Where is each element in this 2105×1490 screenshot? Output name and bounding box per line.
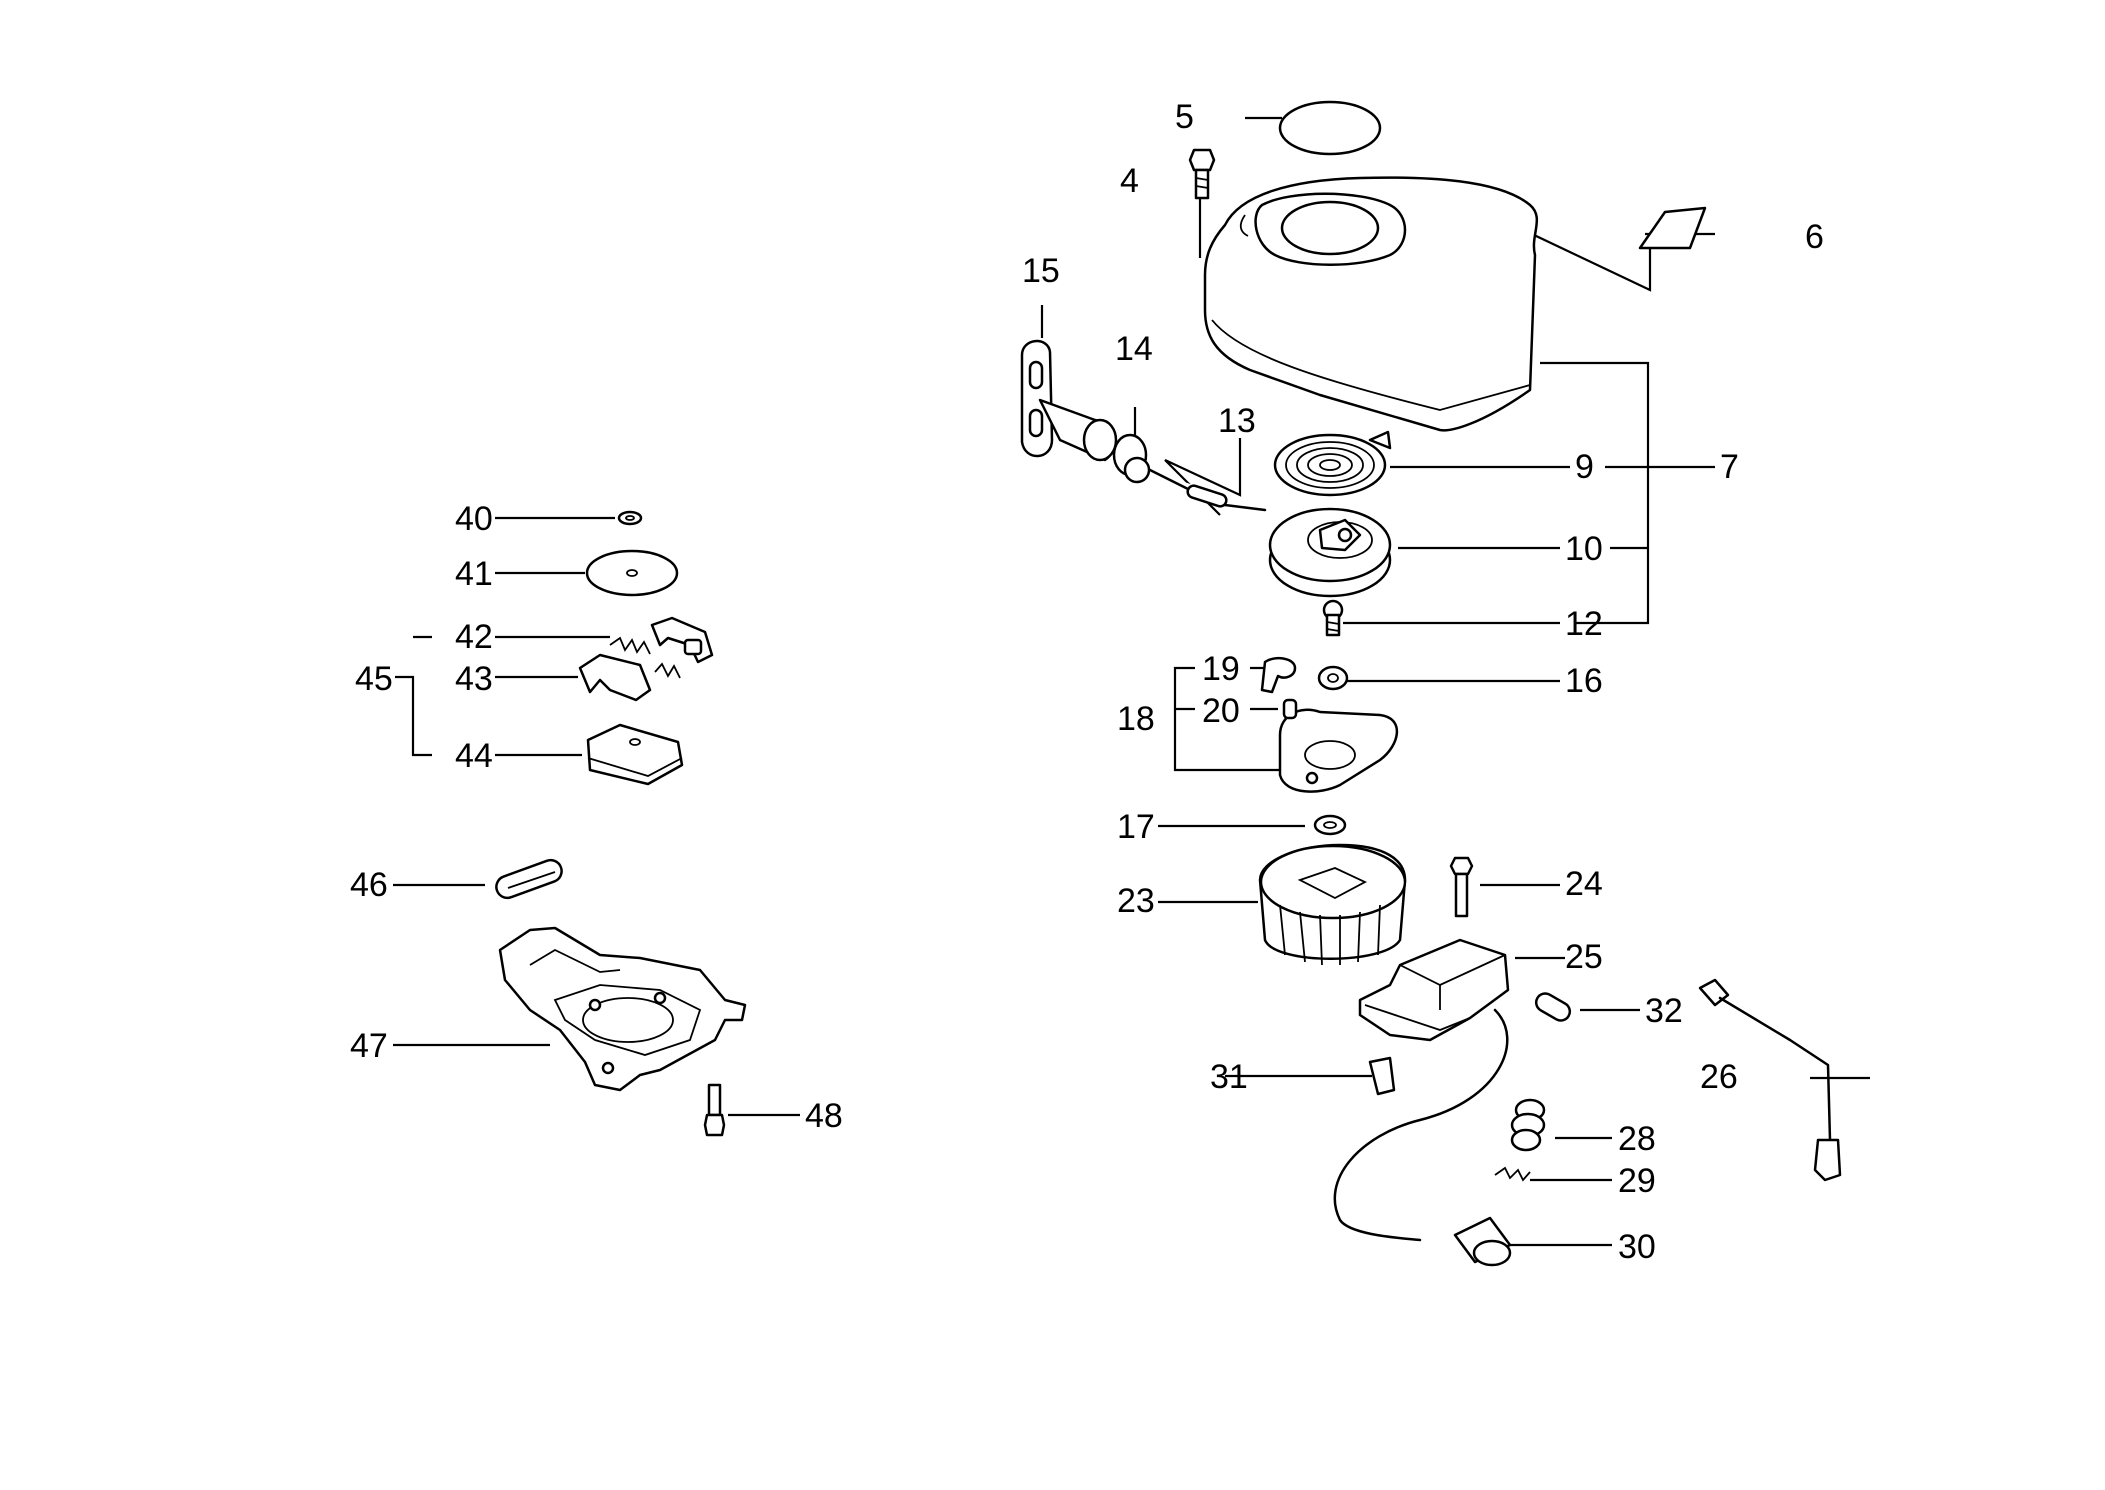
callout-42: 42 — [455, 618, 493, 656]
part-43-clutch-shoe-lower — [578, 653, 652, 702]
callout-41: 41 — [455, 555, 493, 593]
part-30-spark-plug-cap — [1453, 1216, 1512, 1267]
callout-15: 15 — [1022, 252, 1060, 290]
callout-29: 29 — [1618, 1162, 1656, 1200]
part-43-clutch-spring — [609, 636, 681, 679]
callout-43: 43 — [455, 660, 493, 698]
part-28-spark-plug-cap-spring — [1510, 1098, 1546, 1152]
callout-30: 30 — [1618, 1228, 1656, 1266]
part-44-clutch-pad — [586, 723, 684, 786]
part-4-screw — [1188, 148, 1216, 200]
callout-25: 25 — [1565, 938, 1603, 976]
part-7-starter-cover — [1203, 176, 1539, 432]
callout-40: 40 — [455, 500, 493, 538]
part-29-spring — [1494, 1166, 1531, 1182]
part-41-plate — [585, 549, 679, 597]
callout-19: 19 — [1202, 650, 1240, 688]
part-12-screw — [1322, 599, 1344, 637]
callout-6: 6 — [1805, 218, 1824, 256]
callout-7: 7 — [1720, 448, 1739, 486]
part-17-washer — [1313, 814, 1347, 836]
callout-12: 12 — [1565, 605, 1603, 643]
callout-13: 13 — [1218, 402, 1256, 440]
callout-4: 4 — [1120, 162, 1139, 200]
part-20-spring — [1282, 698, 1298, 720]
part-18-ratchet-assembly — [1278, 708, 1399, 793]
callout-20: 20 — [1202, 692, 1240, 730]
callout-45: 45 — [355, 660, 393, 698]
part-25-ignition-coil — [1358, 938, 1510, 1042]
callout-17: 17 — [1117, 808, 1155, 846]
part-19-pawl — [1260, 656, 1297, 694]
part-26-ground-wire — [1698, 978, 1842, 1182]
part-10-recoil-pulley — [1268, 507, 1392, 598]
part-24-bolt — [1449, 856, 1474, 918]
part-16-nut — [1317, 665, 1349, 691]
callout-23: 23 — [1117, 882, 1155, 920]
part-42-clutch-shoe — [650, 616, 714, 664]
callout-48: 48 — [805, 1097, 843, 1135]
part-48-screw — [703, 1083, 726, 1137]
part-6-label-plate — [1638, 206, 1707, 250]
part-9-recoil-spring — [1273, 430, 1392, 497]
callout-5: 5 — [1175, 98, 1194, 136]
part-46-gasket — [495, 858, 563, 900]
part-15-starter-handle — [1020, 339, 1118, 462]
callout-44: 44 — [455, 737, 493, 775]
callout-24: 24 — [1565, 865, 1603, 903]
callout-10: 10 — [1565, 530, 1603, 568]
part-23-flywheel — [1258, 843, 1407, 966]
part-47-housing — [498, 926, 747, 1092]
callout-28: 28 — [1618, 1120, 1656, 1158]
callout-labels: 5 4 6 15 14 13 9 7 10 12 19 16 18 20 17 … — [350, 98, 1824, 1266]
callout-46: 46 — [350, 866, 388, 904]
callout-14: 14 — [1115, 330, 1153, 368]
callout-9: 9 — [1575, 448, 1594, 486]
callout-47: 47 — [350, 1027, 388, 1065]
callout-18: 18 — [1117, 700, 1155, 738]
part-25-ignition-lead — [1333, 1008, 1509, 1242]
part-14-rope-guide — [1112, 433, 1151, 484]
callout-26: 26 — [1700, 1058, 1738, 1096]
part-32-sleeve — [1534, 992, 1572, 1022]
part-40-washer — [617, 510, 643, 526]
callout-32: 32 — [1645, 992, 1683, 1030]
part-13-starter-rope — [1148, 468, 1267, 512]
part-5-decal — [1278, 100, 1382, 156]
callout-31: 31 — [1210, 1058, 1248, 1096]
callout-16: 16 — [1565, 662, 1603, 700]
part-31-clip — [1368, 1056, 1396, 1096]
